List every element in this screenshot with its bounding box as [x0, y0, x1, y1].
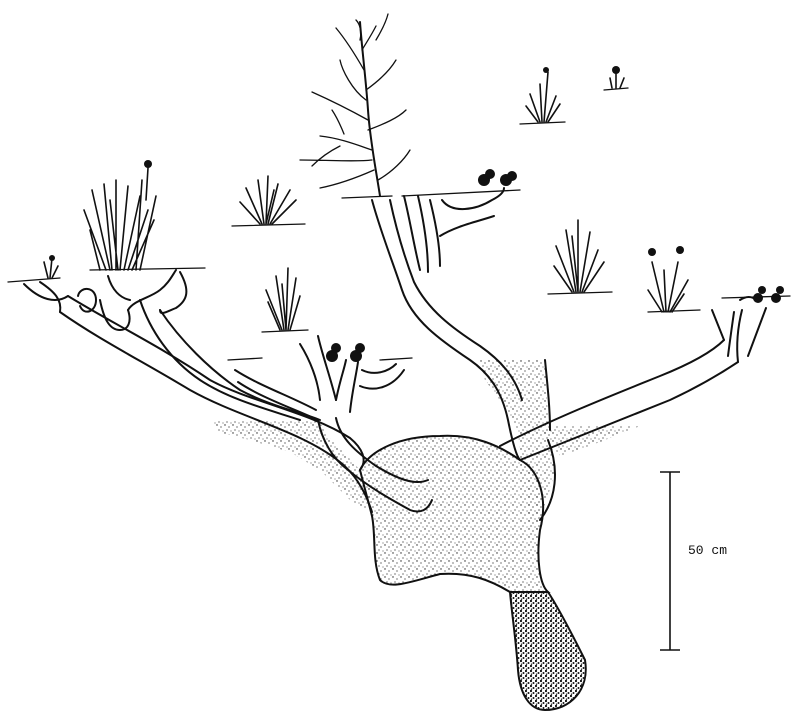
terminal-chamber — [510, 592, 586, 710]
vegetation — [44, 14, 784, 362]
grass-tuft-center-left — [240, 176, 296, 224]
ground-surface — [8, 88, 790, 360]
sediment-fill — [212, 360, 640, 592]
grass-tuft-middle — [266, 268, 300, 330]
seedling-clusters — [326, 169, 784, 362]
grass-clump-left — [84, 160, 156, 270]
small-plant-upper-right — [610, 66, 624, 88]
shrub-tree — [300, 14, 410, 196]
plant-far-right — [648, 246, 688, 312]
scale-bar-label: 50 cm — [688, 543, 727, 558]
grass-tuft-upper-right — [526, 67, 560, 122]
grass-tuft-right — [554, 220, 604, 292]
small-plant-far-left — [44, 255, 58, 278]
scale-bar — [660, 472, 680, 650]
